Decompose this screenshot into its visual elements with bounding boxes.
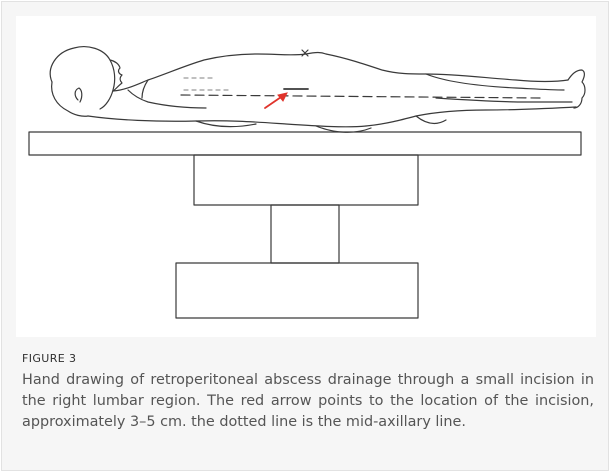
table-column-upper [194,155,418,205]
operating-table-top [29,132,581,155]
patient-figure [50,47,585,133]
hand-drawing [16,16,596,337]
figure-caption: Hand drawing of retroperitoneal abscess … [22,370,594,433]
table-column-neck [271,205,339,263]
table-base [176,263,418,318]
figure-illustration [16,16,596,337]
figure-label: FIGURE 3 [22,352,76,365]
mid-axillary-dotted-line [181,95,541,98]
